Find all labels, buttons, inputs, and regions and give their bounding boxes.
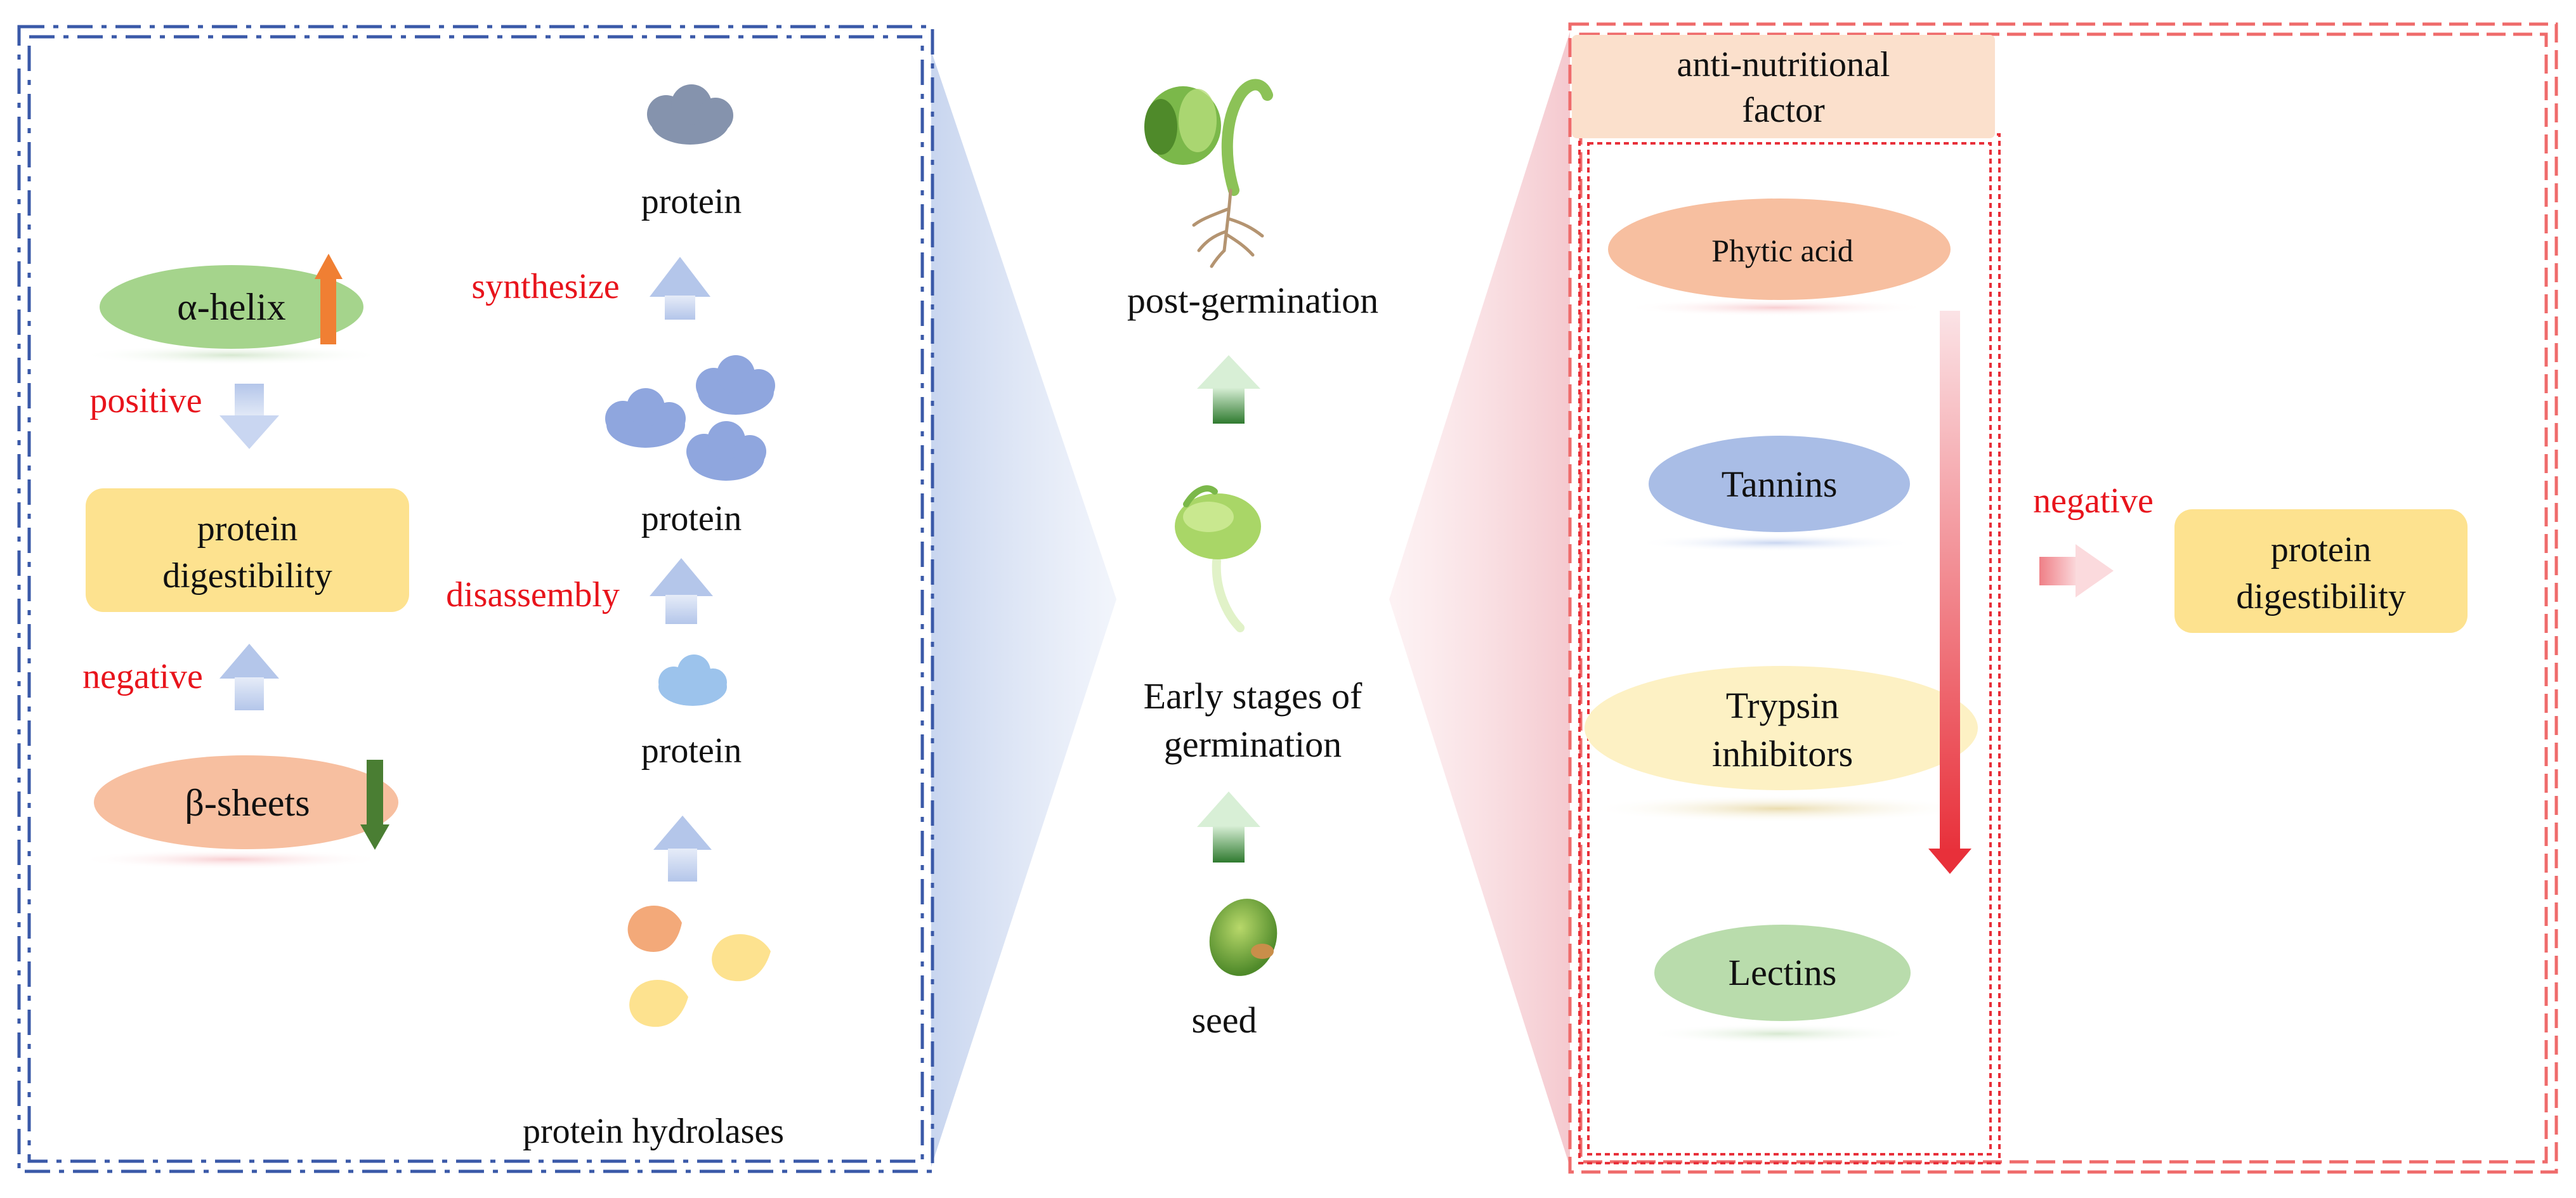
left-panel-frame [17,25,934,1173]
phytic-acid-label: Phytic acid [1711,233,1854,268]
disassembly-label: disassembly [446,575,620,615]
lectins-shadow [1646,1024,1912,1044]
hydrolase-drop-icon-yellow-right [712,934,771,982]
seed-icon [1209,899,1278,976]
protein-digestibility-right-line-2: digestibility [2236,577,2406,616]
negative-effect-arrow-icon [2039,544,2114,597]
negative-arrow-icon [219,644,279,710]
disassembly-arrow-icon [650,558,713,624]
negative-label-right: negative [2033,481,2154,521]
synthesize-arrow-icon [650,257,710,320]
increase-arrow-icon [315,254,343,344]
synthesize-label: synthesize [471,267,620,306]
trypsin-inhibitors-shadow [1589,795,1970,823]
protein-digestibility-box-right [2174,509,2468,633]
hydrolase-drop-icon-yellow-bottom [629,980,688,1027]
phytic-acid-shadow [1624,299,1928,316]
lectins-ellipse [1654,925,1911,1021]
early-stages-label: Early stages of germination [1078,672,1427,769]
negative-label-left: negative [82,657,203,696]
right-fan-connector [1389,32,1570,1167]
green-arrow-icon-lower [1197,791,1260,863]
beta-sheets-label: β-sheets [185,782,310,824]
protein-label-middle: protein [641,499,742,538]
header-line-2: factor [1742,91,1825,130]
protein-digestibility-line-2: digestibility [162,556,332,596]
positive-label: positive [89,381,202,420]
green-arrow-icon-upper [1197,355,1260,424]
tannins-label: Tannins [1721,464,1838,505]
post-germination-label: post-germination [1127,280,1379,321]
protein-cloud-icon-small [658,654,727,706]
protein-label-bottom: protein [641,731,742,771]
trypsin-line-1: Trypsin [1725,685,1840,726]
protein-digestibility-line-1: protein [197,509,298,549]
beta-sheets-ellipse [94,755,398,849]
early-stages-line-2: germination [1163,724,1342,765]
alpha-helix-shadow [79,345,384,365]
hydrolase-arrow-icon [653,816,712,882]
trypsin-inhibitors-label: Trypsin inhibitors [1605,682,1960,778]
right-panel-frame [1568,22,2558,1174]
decreasing-trend-arrow-icon [1928,311,1971,874]
protein-digestibility-box-left [86,488,409,612]
protein-digestibility-label-right: protein digestibility [2174,526,2468,620]
protein-digestibility-right-line-1: protein [2270,530,2372,570]
left-fan-connector [931,51,1116,1167]
seed-label: seed [1191,999,1257,1041]
alpha-helix-ellipse [100,265,363,349]
protein-label-top: protein [641,182,742,221]
protein-hydrolases-label: protein hydrolases [522,1112,785,1151]
alpha-helix-label: α-helix [177,286,286,328]
early-stages-line-1: Early stages of [1143,675,1363,717]
anti-nutritional-header-label: anti-nutritional factor [1572,42,1995,133]
tannins-ellipse [1649,436,1910,532]
seedling-icon [1144,79,1273,268]
protein-digestibility-label-left: protein digestibility [86,505,409,599]
hydrolase-drop-icon-orange [627,906,682,952]
header-line-1: anti-nutritional [1677,45,1890,84]
protein-cloud-icon-top [647,84,733,145]
trypsin-inhibitors-ellipse [1585,666,1978,790]
trypsin-line-2: inhibitors [1711,733,1854,774]
sprout-icon [1175,485,1261,632]
tannins-shadow [1637,534,1916,552]
lectins-label: Lectins [1728,952,1837,993]
phytic-acid-ellipse [1608,199,1951,300]
factor-list-frame [1578,133,2001,1164]
beta-sheets-shadow [79,849,384,869]
protein-cloud-cluster-icon [605,355,775,481]
decrease-arrow-icon [360,760,389,850]
anti-nutritional-header-box [1572,35,1995,138]
positive-arrow-icon [219,384,279,449]
